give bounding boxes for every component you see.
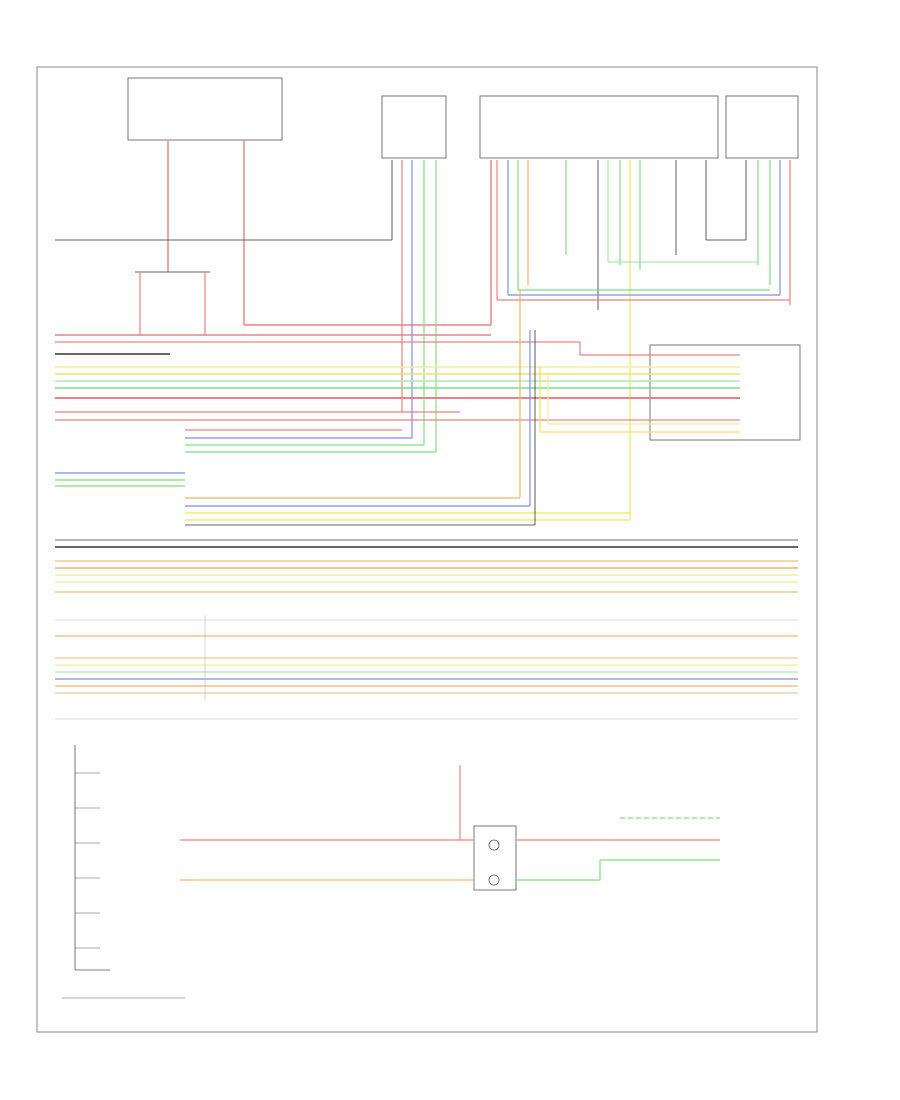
lower-module-box (473, 825, 517, 891)
diagram-frame (36, 66, 818, 1033)
main-wire-bundle (55, 539, 798, 720)
lower-module-element-1 (488, 839, 500, 851)
front-switch-area (62, 745, 185, 999)
lower-module-wires (180, 765, 720, 881)
top-center-connector-box (381, 95, 447, 159)
upper-wire-bundle (55, 334, 740, 433)
top-right-connector-box (725, 95, 799, 159)
mid-connector-group (55, 290, 630, 526)
instrument-cluster-box (479, 95, 719, 159)
top-left-module-box (127, 77, 283, 141)
right-module-box (649, 344, 801, 441)
lower-module-element-2 (488, 874, 500, 886)
